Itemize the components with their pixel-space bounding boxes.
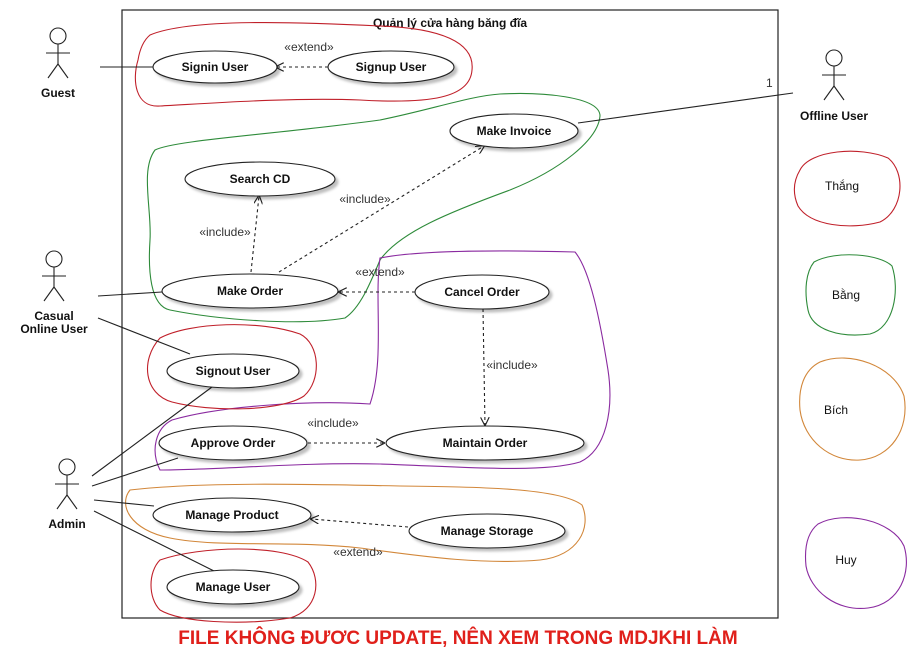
legend-circle-bang bbox=[805, 254, 896, 336]
usecase-label-signup-user: Signup User bbox=[356, 60, 427, 74]
group-outline-purple-orders bbox=[154, 250, 611, 471]
usecase-label-manage-user: Manage User bbox=[196, 580, 271, 594]
legend-label-thang: Thắng bbox=[825, 178, 859, 193]
legend-label-bang: Bằng bbox=[832, 287, 860, 302]
usecase-signin-user[interactable] bbox=[152, 50, 278, 84]
actor-label-guest: Guest bbox=[41, 86, 75, 100]
group-outline-red-signin bbox=[134, 21, 473, 107]
stereo-extend-storage: «extend» bbox=[333, 545, 383, 559]
actor-offline-user[interactable] bbox=[822, 49, 846, 101]
usecase-cancel-order[interactable] bbox=[414, 274, 550, 310]
dep-makeorder-search bbox=[250, 196, 259, 273]
group-outline-orange-product bbox=[125, 483, 586, 562]
usecase-label-signout-user: Signout User bbox=[196, 364, 271, 378]
usecase-signup-user[interactable] bbox=[327, 50, 455, 84]
assoc-offline-invoice bbox=[577, 92, 794, 124]
actor-label-admin: Admin bbox=[48, 517, 85, 531]
stereo-extend-signup: «extend» bbox=[284, 40, 334, 54]
dep-storage-product bbox=[311, 519, 409, 528]
usecase-label-manage-product: Manage Product bbox=[185, 508, 278, 522]
assoc-admin-manageuser bbox=[93, 510, 215, 572]
usecase-make-order[interactable] bbox=[161, 273, 339, 309]
usecase-label-approve-order: Approve Order bbox=[191, 436, 276, 450]
group-outline-red-signout bbox=[146, 324, 317, 410]
assoc-admin-product bbox=[93, 499, 155, 507]
assoc-casual-makeorder bbox=[97, 291, 163, 297]
footer-note: FILE KHÔNG ĐƯƠC UPDATE, NÊN XEM TRONG MD… bbox=[178, 628, 738, 649]
assoc-admin-signout bbox=[91, 386, 213, 477]
usecase-manage-user[interactable] bbox=[166, 569, 300, 605]
usecase-label-maintain-order: Maintain Order bbox=[443, 436, 528, 450]
stereo-extend-cancel: «extend» bbox=[355, 265, 405, 279]
actor-guest[interactable] bbox=[46, 27, 70, 79]
actor-casual-online-user[interactable] bbox=[42, 250, 66, 302]
assoc-admin-approve bbox=[91, 457, 179, 487]
usecase-signout-user[interactable] bbox=[166, 353, 300, 389]
usecase-label-cancel-order: Cancel Order bbox=[444, 285, 520, 299]
stereo-include-invoice: «include» bbox=[339, 192, 391, 206]
usecase-label-make-order: Make Order bbox=[217, 284, 283, 298]
actor-label-casual-line2: Online User bbox=[20, 322, 88, 336]
assoc-casual-signout bbox=[97, 317, 191, 355]
stereo-include-search: «include» bbox=[199, 225, 251, 239]
usecase-label-signin-user: Signin User bbox=[182, 60, 249, 74]
group-outline-green-order bbox=[146, 93, 601, 323]
actor-label-offline-user: Offline User bbox=[800, 109, 868, 123]
usecase-label-manage-storage: Manage Storage bbox=[441, 524, 534, 538]
legend-circle-huy bbox=[804, 517, 907, 609]
usecase-label-make-invoice: Make Invoice bbox=[477, 124, 552, 138]
dep-makeorder-invoice bbox=[278, 146, 484, 273]
legend-label-bich: Bích bbox=[824, 403, 848, 417]
legend-circle-bich bbox=[799, 357, 906, 461]
actor-label-casual-line1: Casual bbox=[34, 309, 73, 323]
usecase-label-search-cd: Search CD bbox=[230, 172, 291, 186]
system-title: Quản lý cửa hàng băng đĩa bbox=[373, 16, 527, 30]
stereo-include-approve: «include» bbox=[307, 416, 359, 430]
multiplicity-label: 1 bbox=[766, 76, 773, 90]
stereo-include-maintain: «include» bbox=[486, 358, 538, 372]
usecase-maintain-order[interactable] bbox=[385, 425, 585, 461]
usecase-make-invoice[interactable] bbox=[449, 113, 579, 149]
usecase-search-cd[interactable] bbox=[184, 161, 336, 197]
usecase-manage-storage[interactable] bbox=[408, 513, 566, 549]
actor-admin[interactable] bbox=[55, 458, 79, 510]
dep-cancel-maintain bbox=[483, 308, 485, 425]
usecase-manage-product[interactable] bbox=[152, 497, 312, 533]
usecase-approve-order[interactable] bbox=[158, 425, 308, 461]
group-outline-red-manageuser bbox=[150, 548, 317, 623]
legend-label-huy: Huy bbox=[835, 553, 856, 567]
legend-circle-thang bbox=[793, 150, 901, 227]
